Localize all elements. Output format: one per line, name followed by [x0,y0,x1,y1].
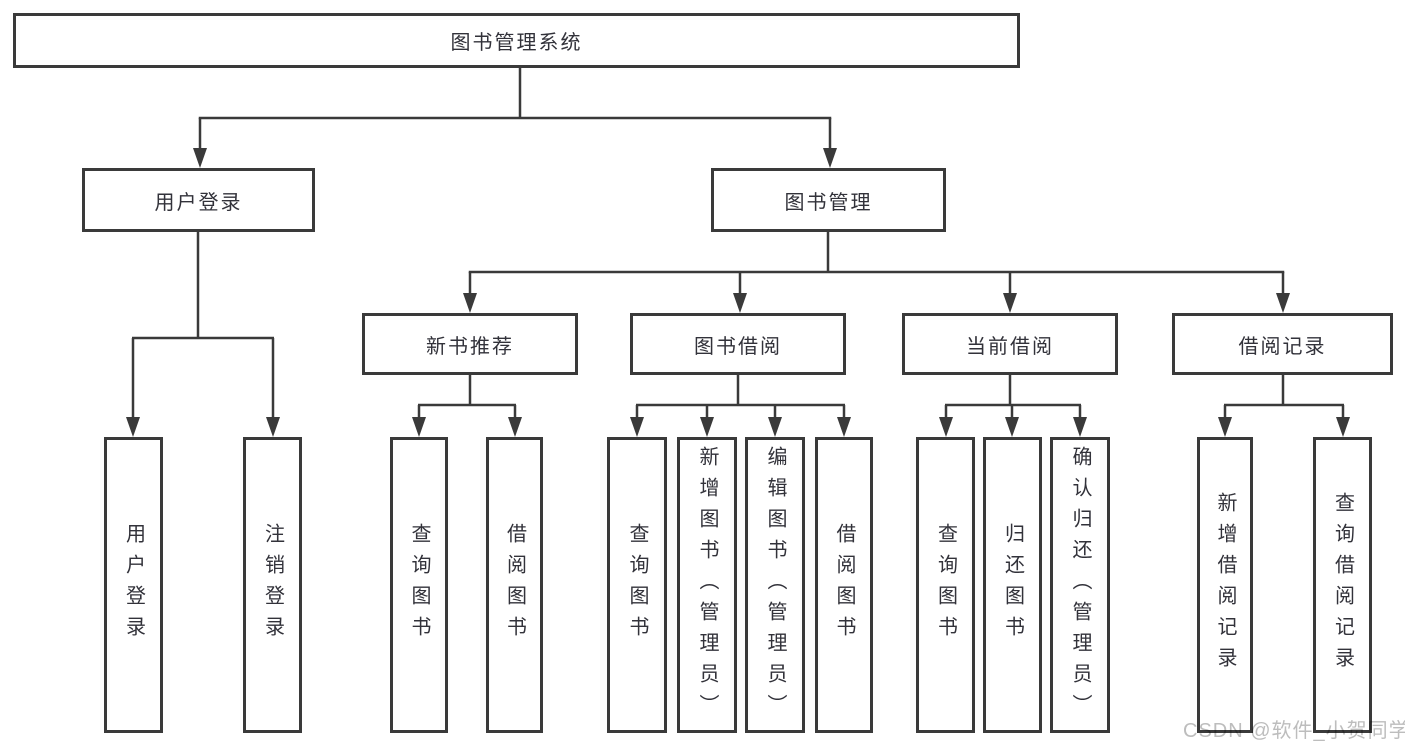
leaf-borrowing-query-books: 查询图书 [607,437,667,733]
leaf-records-query-record-label: 查询借阅记录 [1331,492,1354,678]
node-borrowing-records: 借阅记录 [1172,313,1393,375]
connector-newbooks-to-leaves [412,375,522,437]
connector-records-to-leaves [1218,375,1350,437]
leaf-borrowing-add-books-admin: 新增图书（管理员） [677,437,737,733]
node-user-login: 用户登录 [82,168,315,232]
connector-borrowing-to-leaves [630,375,851,437]
leaf-borrowing-query-books-label: 查询图书 [626,523,648,647]
leaf-newbooks-query-books-label: 查询图书 [408,523,430,647]
node-root: 图书管理系统 [13,13,1020,68]
leaf-current-return-books-label: 归还图书 [1001,523,1024,647]
connector-bookmgmt-to-groups [463,232,1290,313]
node-book-borrowing-label: 图书借阅 [694,335,782,358]
leaf-newbooks-borrow-books: 借阅图书 [486,437,543,733]
leaf-newbooks-borrow-books-label: 借阅图书 [503,523,526,647]
node-book-management-label: 图书管理 [784,191,873,214]
connector-userlogin-to-leaves [126,232,280,437]
node-new-book-recommendation: 新书推荐 [362,313,578,375]
node-borrowing-records-label: 借阅记录 [1238,335,1327,358]
leaf-logout-label: 注销登录 [261,523,284,647]
leaf-borrowing-add-books-admin-label: 新增图书（管理员） [696,445,718,725]
leaf-records-query-record: 查询借阅记录 [1313,437,1372,733]
connector-current-to-leaves [939,375,1087,437]
csdn-watermark: CSDN @软件_小贺同学 [1183,720,1405,742]
leaf-current-confirm-return-admin-label: 确认归还（管理员） [1069,445,1091,725]
leaf-user-login: 用户登录 [104,437,163,733]
node-current-borrowing-label: 当前借阅 [966,335,1054,358]
node-new-book-recommendation-label: 新书推荐 [426,335,514,358]
leaf-borrowing-edit-books-admin: 编辑图书（管理员） [745,437,805,733]
leaf-user-login-label: 用户登录 [122,523,145,647]
node-book-borrowing: 图书借阅 [630,313,846,375]
leaf-records-add-record: 新增借阅记录 [1197,437,1253,733]
leaf-current-return-books: 归还图书 [983,437,1042,733]
node-root-label: 图书管理系统 [450,32,583,54]
leaf-current-confirm-return-admin: 确认归还（管理员） [1050,437,1110,733]
leaf-logout: 注销登录 [243,437,302,733]
leaf-records-add-record-label: 新增借阅记录 [1214,492,1236,678]
leaf-borrowing-edit-books-admin-label: 编辑图书（管理员） [764,445,786,725]
leaf-borrowing-borrow-books: 借阅图书 [815,437,873,733]
leaf-newbooks-query-books: 查询图书 [390,437,448,733]
leaf-borrowing-borrow-books-label: 借阅图书 [833,523,855,647]
node-user-login-label: 用户登录 [154,191,243,214]
leaf-current-query-books: 查询图书 [916,437,975,733]
node-current-borrowing: 当前借阅 [902,313,1118,375]
connector-root-to-level2 [193,68,837,168]
node-book-management: 图书管理 [711,168,946,232]
leaf-current-query-books-label: 查询图书 [934,523,957,647]
